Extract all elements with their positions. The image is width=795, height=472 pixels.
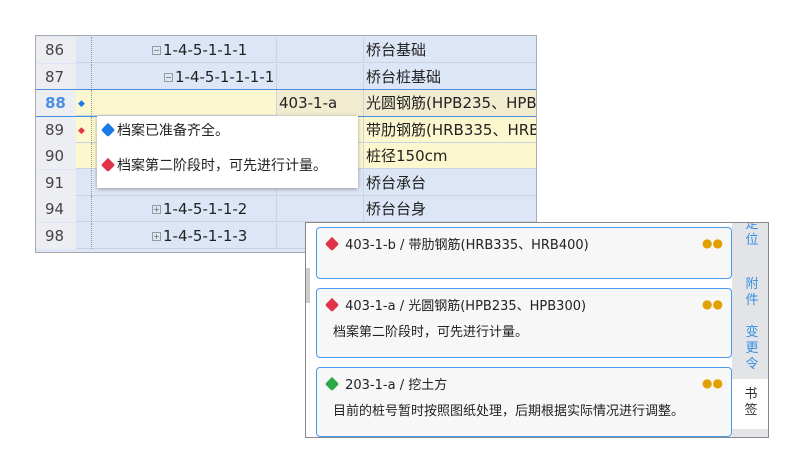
- row-number: 94: [36, 196, 76, 222]
- tree-cell[interactable]: +1-4-5-1-1-2: [91, 196, 276, 222]
- name-cell[interactable]: 带肋钢筋(HRB335、HRB400): [363, 116, 536, 143]
- code-cell[interactable]: [276, 63, 363, 90]
- collapse-icon[interactable]: −: [152, 46, 161, 55]
- tag-icon: [324, 297, 340, 313]
- table-row[interactable]: 88◆ 403-1-a 光圆钢筋(HPB235、HPB300): [36, 89, 536, 117]
- table-row[interactable]: 94 +1-4-5-1-1-2 桥台台身: [36, 196, 536, 222]
- name-cell[interactable]: 桥台基础: [363, 37, 536, 63]
- tree-cell[interactable]: [91, 169, 276, 196]
- code-cell[interactable]: [276, 222, 363, 249]
- bookmark-panel: 403-1-b / 带肋钢筋(HRB335、HRB400) ●● 403-1-a…: [305, 222, 769, 438]
- tab-locate[interactable]: 定位: [745, 222, 759, 248]
- bookmark-card[interactable]: 403-1-a / 光圆钢筋(HPB235、HPB300) 档案第二阶段时，可先…: [316, 288, 732, 358]
- tag-icon: [100, 157, 116, 173]
- scrollbar[interactable]: [306, 268, 310, 303]
- code-cell[interactable]: [276, 196, 363, 222]
- bookmark-card[interactable]: 403-1-b / 带肋钢筋(HRB335、HRB400) ●●: [316, 227, 732, 279]
- users-icon: ●●: [702, 376, 723, 390]
- tab-bookmarks[interactable]: 书签: [732, 379, 768, 429]
- tooltip-item: 档案已准备齐全。: [100, 121, 354, 148]
- tree-cell[interactable]: −1-4-5-1-1-1-1: [91, 63, 276, 90]
- users-icon: ●●: [702, 297, 723, 311]
- row-number: 87: [36, 63, 76, 90]
- name-cell[interactable]: 光圆钢筋(HPB235、HPB300): [363, 90, 536, 116]
- table-row[interactable]: 98 +1-4-5-1-1-3: [36, 222, 536, 249]
- tag-icon: [324, 236, 340, 252]
- tag-icon: ◆: [78, 99, 85, 109]
- code-cell[interactable]: 403-1-a: [276, 90, 363, 116]
- tab-attachments[interactable]: 附件: [745, 277, 759, 308]
- bookmark-card[interactable]: 203-1-a / 挖土方 目前的桩号暂时按照图纸处理，后期根据实际情况进行调整…: [316, 367, 732, 437]
- row-number: 88: [36, 90, 76, 116]
- tag-icon: [100, 122, 116, 138]
- expand-icon[interactable]: +: [152, 231, 161, 241]
- users-icon: ●●: [702, 236, 723, 250]
- side-tabs: 定位 附件 变更令 书签: [732, 222, 768, 437]
- tree-cell[interactable]: [91, 90, 276, 116]
- table-row[interactable]: 86 −1-4-5-1-1-1 桥台基础: [36, 37, 536, 63]
- row-number: 89: [36, 116, 76, 143]
- name-cell[interactable]: 桩径150cm: [363, 143, 536, 169]
- tag-icon: ◆: [78, 125, 85, 136]
- table-row[interactable]: 87 −1-4-5-1-1-1-1 桥台桩基础: [36, 63, 536, 90]
- tag-icon: [324, 376, 340, 392]
- code-cell[interactable]: [276, 37, 363, 63]
- tree-cell[interactable]: [91, 143, 276, 169]
- row-number: 90: [36, 143, 76, 169]
- tab-change-orders[interactable]: 变更令: [745, 325, 759, 372]
- tooltip-item: 档案第二阶段时，可先进行计量。: [100, 156, 354, 183]
- row-number: 91: [36, 169, 76, 196]
- name-cell[interactable]: 桥台承台: [363, 169, 536, 196]
- row-number: 98: [36, 222, 76, 249]
- table-row[interactable]: 91 桥台承台: [36, 169, 536, 196]
- tree-cell[interactable]: [91, 116, 276, 143]
- tree-cell[interactable]: −1-4-5-1-1-1: [91, 37, 276, 63]
- row-number: 86: [36, 37, 76, 63]
- tree-cell[interactable]: +1-4-5-1-1-3: [91, 222, 276, 249]
- name-cell[interactable]: 桥台台身: [363, 196, 536, 222]
- name-cell[interactable]: 桥台桩基础: [363, 63, 536, 90]
- collapse-icon[interactable]: −: [164, 72, 173, 82]
- notes-tooltip: 档案已准备齐全。 档案第二阶段时，可先进行计量。: [97, 116, 358, 188]
- expand-icon[interactable]: +: [152, 205, 161, 214]
